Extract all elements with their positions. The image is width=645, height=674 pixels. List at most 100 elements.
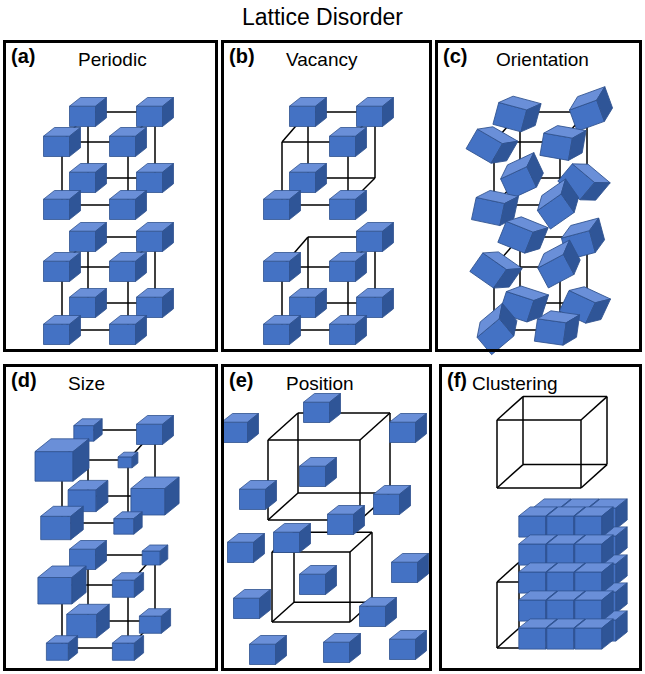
cube bbox=[496, 153, 547, 200]
cube-front bbox=[360, 606, 386, 626]
cube-side bbox=[163, 416, 174, 445]
cube bbox=[114, 512, 142, 534]
cube bbox=[137, 223, 174, 252]
cube bbox=[112, 573, 143, 598]
cube-side bbox=[556, 179, 585, 213]
cube bbox=[70, 289, 107, 318]
cube-front bbox=[70, 231, 96, 251]
cube bbox=[360, 598, 397, 627]
cube bbox=[300, 566, 337, 595]
cube bbox=[250, 636, 287, 665]
lattice-line bbox=[497, 419, 581, 421]
panel-name: Orientation bbox=[496, 49, 589, 71]
panel-box: (b)Vacancy bbox=[221, 40, 432, 352]
cube bbox=[575, 591, 613, 621]
cube-side bbox=[134, 636, 143, 661]
cube-side bbox=[96, 541, 107, 570]
cube bbox=[118, 452, 138, 468]
cube-side bbox=[248, 414, 259, 443]
cube bbox=[110, 128, 147, 157]
cube-side bbox=[165, 477, 179, 515]
cube-front bbox=[547, 572, 574, 593]
cube-side bbox=[316, 289, 327, 318]
cube-side bbox=[593, 87, 616, 122]
cube-side bbox=[300, 524, 311, 553]
cube bbox=[67, 604, 110, 637]
cube-front bbox=[137, 106, 163, 126]
lattice-line bbox=[297, 413, 299, 493]
lattice-line bbox=[497, 397, 523, 420]
cube-front bbox=[304, 402, 330, 422]
cube-front bbox=[264, 324, 290, 344]
cube-side bbox=[416, 414, 427, 443]
cube-front bbox=[46, 643, 68, 660]
cube-side bbox=[418, 554, 429, 583]
cube-side bbox=[68, 636, 77, 661]
cube-side bbox=[525, 223, 548, 258]
panel-name: Clustering bbox=[472, 373, 558, 395]
cube-side bbox=[356, 253, 367, 282]
cube-side bbox=[134, 573, 143, 598]
cube-side bbox=[356, 128, 367, 157]
cube-front bbox=[264, 199, 290, 219]
cube-front bbox=[575, 572, 602, 593]
lattice-line bbox=[350, 532, 372, 552]
cube-side bbox=[163, 98, 174, 127]
cube-side bbox=[96, 480, 108, 511]
lattice-line bbox=[496, 420, 498, 488]
cube-side bbox=[383, 98, 394, 127]
lattice-line bbox=[497, 562, 519, 582]
cube-front bbox=[274, 532, 300, 552]
cube bbox=[493, 93, 541, 135]
cube-side bbox=[416, 631, 427, 660]
cube-front bbox=[519, 544, 546, 565]
cube-side bbox=[254, 534, 265, 563]
cube bbox=[532, 179, 584, 229]
cube bbox=[46, 636, 77, 661]
cube bbox=[290, 289, 327, 318]
cube bbox=[234, 590, 271, 619]
cube-side bbox=[132, 452, 138, 468]
cube-front bbox=[44, 324, 70, 344]
cube-front bbox=[70, 106, 96, 126]
cube bbox=[330, 253, 367, 282]
cube-front bbox=[137, 424, 163, 444]
cube bbox=[70, 164, 107, 193]
lattice-line bbox=[606, 397, 608, 465]
lattice-line bbox=[523, 396, 607, 398]
cube-front bbox=[575, 600, 602, 621]
lattice-line bbox=[349, 552, 351, 622]
cube-side bbox=[96, 289, 107, 318]
cube bbox=[137, 98, 174, 127]
cube-front bbox=[112, 643, 134, 660]
cube-front bbox=[44, 136, 70, 156]
cube-front bbox=[70, 172, 96, 192]
cube-front bbox=[44, 261, 70, 281]
cube bbox=[274, 524, 311, 553]
cube-front bbox=[547, 600, 574, 621]
cube-front bbox=[374, 494, 400, 514]
cube bbox=[330, 191, 367, 220]
cube-side bbox=[290, 191, 301, 220]
lattice-line bbox=[371, 532, 373, 602]
lattice-line bbox=[497, 628, 519, 648]
cube bbox=[290, 164, 327, 193]
cube-front bbox=[110, 324, 136, 344]
cube-front bbox=[290, 106, 316, 126]
cube-side bbox=[326, 458, 337, 487]
cube bbox=[112, 636, 143, 661]
cube-front bbox=[228, 542, 254, 562]
cube bbox=[390, 414, 427, 443]
lattice-line bbox=[272, 621, 350, 623]
cube bbox=[390, 631, 427, 660]
cube-side bbox=[383, 289, 394, 318]
cube-front bbox=[330, 136, 356, 156]
lattice-line bbox=[497, 487, 581, 489]
cube bbox=[328, 506, 365, 535]
cube-front bbox=[114, 519, 134, 535]
cube-front bbox=[142, 551, 160, 565]
cube-front bbox=[547, 628, 574, 649]
cube-side bbox=[276, 636, 287, 665]
cube bbox=[392, 554, 429, 583]
cube bbox=[533, 240, 585, 288]
